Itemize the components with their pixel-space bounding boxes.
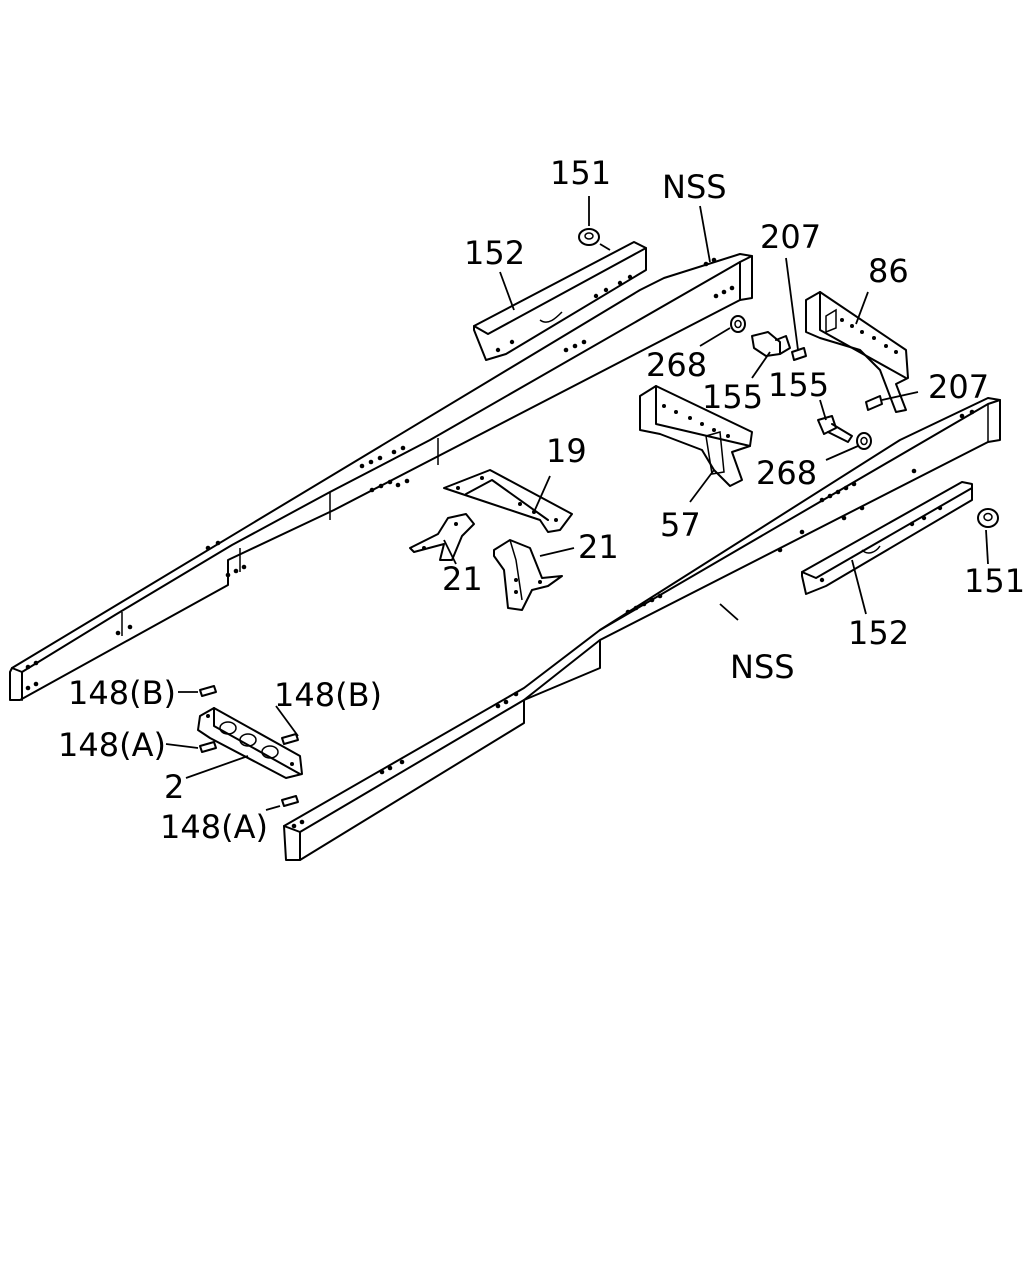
crossmember-2: [197, 707, 303, 779]
label-268-right: 268: [756, 454, 817, 492]
shim-148b-left: [199, 685, 217, 697]
leader-lines: [165, 196, 989, 811]
bolt-155-left: [751, 331, 791, 357]
nut-151-lower: [977, 508, 999, 528]
side-rail-lower: [283, 397, 1001, 861]
label-148a-bottom: 148(A): [160, 808, 268, 846]
shim-148b-right: [281, 733, 299, 745]
label-148b-right: 148(B): [274, 676, 382, 714]
label-152-right: 152: [848, 614, 909, 652]
clip-207-right: [865, 395, 883, 411]
label-207-right: 207: [928, 368, 989, 406]
label-268-left: 268: [646, 346, 707, 384]
label-155-left: 155: [702, 378, 763, 416]
label-nss-upper: NSS: [662, 168, 727, 206]
bracket-21-left: [409, 513, 475, 561]
crossmember-57: [639, 385, 753, 487]
bolt-155-right: [817, 415, 853, 443]
rail-holes-upper: [25, 257, 735, 691]
label-57: 57: [660, 506, 701, 544]
reinforcement-152-lower: [801, 481, 973, 595]
label-21-right: 21: [578, 528, 619, 566]
label-152-top: 152: [464, 234, 525, 272]
clip-207-top: [791, 347, 807, 361]
washer-268-left: [730, 315, 746, 333]
label-155-right: 155: [768, 366, 829, 404]
label-151-right: 151: [964, 562, 1024, 600]
label-21-left: 21: [442, 560, 483, 598]
callout-labels: 151 NSS 152 207 86 268 155 155 207 268 1…: [58, 154, 1024, 846]
label-2: 2: [164, 768, 184, 806]
washer-268-right: [856, 432, 872, 450]
label-nss-lower: NSS: [730, 648, 795, 686]
shim-148a-bottom: [281, 795, 299, 807]
label-86: 86: [868, 252, 909, 290]
gusset-19: [443, 469, 573, 533]
label-207-top: 207: [760, 218, 821, 256]
label-148a-left: 148(A): [58, 726, 166, 764]
bracket-21-right: [493, 539, 563, 611]
crossmember-86: [805, 291, 909, 413]
shim-148a-left: [199, 741, 217, 753]
reinforcement-152-upper: [473, 241, 647, 361]
label-19: 19: [546, 432, 587, 470]
nut-151-upper: [578, 228, 600, 246]
rail-holes-lower: [291, 409, 975, 829]
label-151-top: 151: [550, 154, 611, 192]
label-148b-left: 148(B): [68, 674, 176, 712]
side-rail-upper: [9, 253, 753, 701]
